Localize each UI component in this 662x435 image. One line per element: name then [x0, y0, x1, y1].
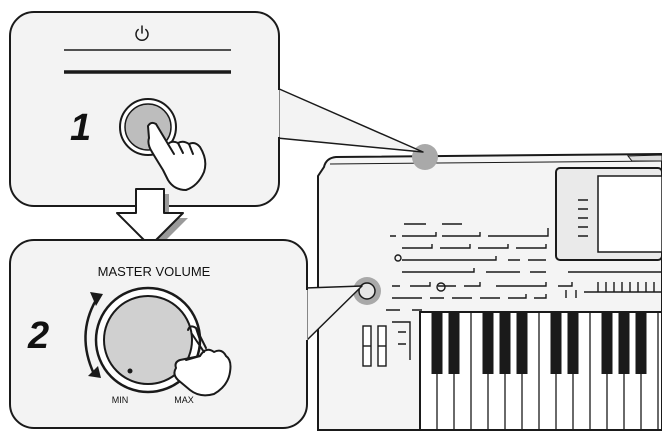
step-2-number: 2 [27, 315, 49, 357]
master-volume-label: MASTER VOLUME [98, 264, 211, 279]
black-key [482, 312, 494, 374]
panel-buttons [386, 223, 662, 311]
volume-knob [103, 295, 193, 385]
max-label: MAX [174, 395, 194, 405]
step-1-number: 1 [70, 107, 91, 149]
black-key [567, 312, 579, 374]
rotation-arrowhead-up [90, 292, 103, 306]
display-side-buttons [578, 199, 588, 237]
callout-volume: MASTER VOLUME 2 MIN MAX [9, 239, 363, 429]
black-key [635, 312, 647, 374]
black-key [601, 312, 613, 374]
black-key [448, 312, 460, 374]
black-key [618, 312, 630, 374]
keyboard-power-highlight [412, 144, 438, 170]
turning-hand-icon [173, 325, 232, 397]
callout-2-pointer [304, 285, 363, 343]
black-key [431, 312, 443, 374]
rotation-arrow-icon [84, 298, 98, 376]
callout-1-pointer [276, 87, 424, 153]
display-screen [597, 175, 662, 253]
keyboard-volume-knob [358, 282, 376, 300]
black-key [550, 312, 562, 374]
black-key [499, 312, 511, 374]
pressing-hand-icon [147, 121, 207, 191]
black-key [516, 312, 528, 374]
keyboard-illustration [317, 144, 662, 431]
power-icon [135, 25, 149, 41]
down-arrow-icon [116, 188, 188, 251]
min-label: MIN [112, 395, 129, 405]
volume-knob-indicator [127, 368, 133, 374]
black-keys [431, 312, 647, 374]
left-panel-controls [362, 321, 411, 367]
rotation-arrowhead-down [88, 366, 101, 378]
callout-power: 1 [9, 11, 424, 207]
